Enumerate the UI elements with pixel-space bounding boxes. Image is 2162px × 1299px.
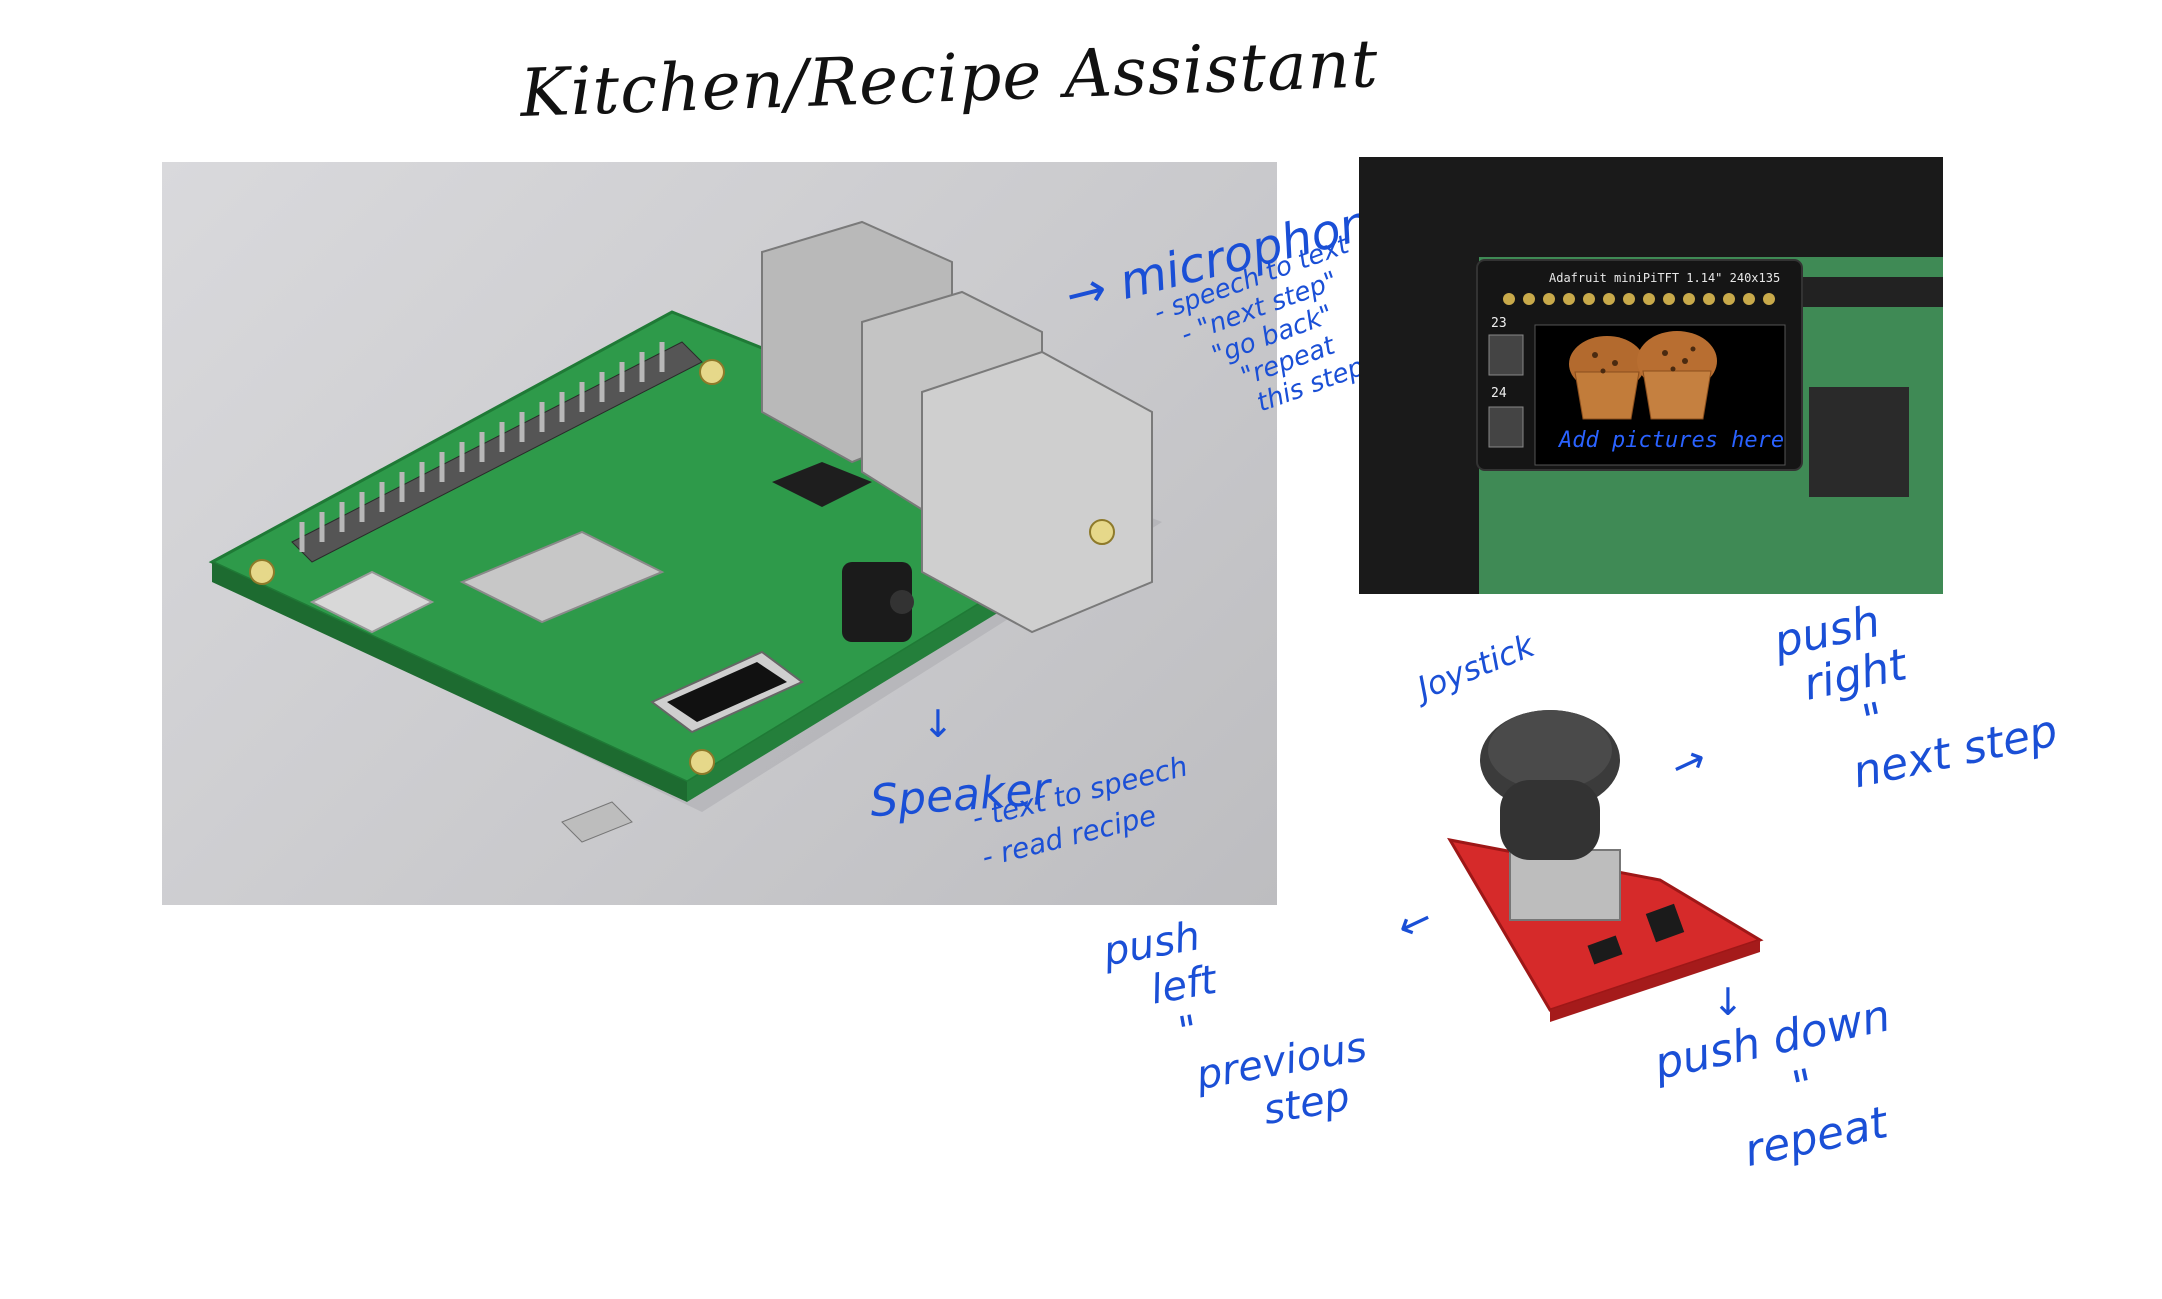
button-24[interactable] bbox=[1488, 406, 1524, 448]
push-left-annotation: push left " previous step bbox=[1100, 888, 1378, 1157]
raspberry-pi-photo bbox=[162, 162, 1277, 905]
display-caption: Add pictures here bbox=[1557, 428, 1784, 453]
down-arrow-icon: ↓ bbox=[922, 702, 954, 746]
push-right-annotation: push right " next step bbox=[1770, 566, 2062, 807]
raspberry-pi-board-illustration bbox=[208, 220, 1162, 843]
joystick-illustration bbox=[1447, 710, 1764, 1022]
button-23-label: 23 bbox=[1491, 316, 1507, 331]
page-title: Kitchen/Recipe Assistant bbox=[518, 25, 1380, 132]
minipitft-illustration: Adafruit miniPiTFT 1.14" 240x135 23 24 bbox=[1476, 257, 1943, 594]
minipitft-display-photo: Adafruit miniPiTFT 1.14" 240x135 23 24 bbox=[1359, 157, 1943, 594]
tft-board-label: Adafruit miniPiTFT 1.14" 240x135 bbox=[1549, 271, 1780, 285]
down-arrow-icon: ↓ bbox=[1712, 980, 1744, 1024]
button-24-label: 24 bbox=[1491, 386, 1507, 401]
muffin-image bbox=[1569, 331, 1717, 420]
button-23[interactable] bbox=[1488, 334, 1524, 376]
joystick-photo bbox=[1400, 640, 1780, 1060]
